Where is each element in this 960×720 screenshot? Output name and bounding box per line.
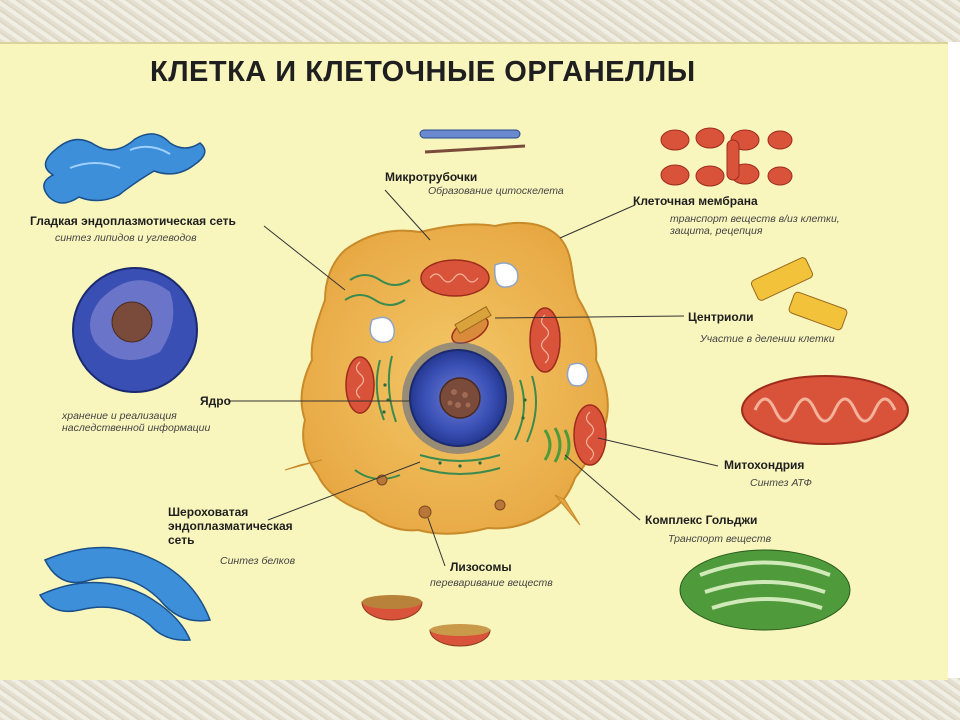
mitochondria-label: Митохондрия xyxy=(724,458,805,472)
centrioles-desc: Участие в делении клетки xyxy=(700,333,835,345)
centrioles-illustration xyxy=(750,257,848,331)
rough-er-illustration xyxy=(38,546,212,641)
nucleus-desc-line1: хранение и реализация xyxy=(62,410,177,422)
golgi-illustration xyxy=(679,549,851,631)
membrane-desc-line1: транспорт веществ в/из клетки, xyxy=(670,213,840,225)
microtubules-label: Микротрубочки xyxy=(385,170,478,184)
mitochondria-desc: Синтез АТФ xyxy=(750,477,812,489)
microtubules-illustration xyxy=(419,129,526,154)
lysosomes-desc: переваривание веществ xyxy=(430,577,553,589)
nucleus-desc-line2: наследственной информации xyxy=(62,422,211,434)
membrane-illustration xyxy=(660,127,793,187)
leader-lines xyxy=(228,189,719,567)
cell-ribosomes xyxy=(382,383,527,468)
membrane-label: Клеточная мембрана xyxy=(633,194,758,208)
cell-centrioles xyxy=(454,305,492,335)
cell-mitochondria xyxy=(345,259,607,466)
rough-er-label-line1: Шероховатая xyxy=(168,505,249,519)
nucleus-illustration xyxy=(72,267,198,393)
smooth-er-desc: синтез липидов и углеводов xyxy=(55,232,197,244)
poster-title: КЛЕТКА И КЛЕТОЧНЫЕ ОРГАНЕЛЛЫ xyxy=(150,56,696,88)
cell-vacuoles xyxy=(369,262,589,387)
cell-golgi xyxy=(543,427,571,463)
centrioles-label: Центриоли xyxy=(688,310,754,324)
microtubules-desc: Образование цитоскелета xyxy=(428,185,564,197)
cell-nucleus xyxy=(402,342,514,454)
bottom-texture-strip xyxy=(0,678,960,720)
mito-cristae xyxy=(355,273,595,461)
smooth-er-label: Гладкая эндоплазмотическая сеть xyxy=(30,214,236,228)
rough-er-desc: Синтез белков xyxy=(220,555,296,567)
top-texture-strip xyxy=(0,0,960,42)
slide-edge xyxy=(948,42,960,678)
nucleus-label: Ядро xyxy=(200,394,231,408)
golgi-label: Комплекс Гольджи xyxy=(645,513,758,527)
membrane-desc-line2: защита, рецепция xyxy=(670,225,763,237)
lysosomes-label: Лизосомы xyxy=(450,560,512,574)
rough-er-label-line2: эндоплазматическая xyxy=(168,519,293,533)
mitochondria-illustration xyxy=(741,375,909,445)
rough-er-label-line3: сеть xyxy=(168,533,195,547)
smooth-er-illustration xyxy=(43,133,206,204)
lysosomes-illustration xyxy=(361,595,491,647)
golgi-desc: Транспорт веществ xyxy=(668,533,772,545)
